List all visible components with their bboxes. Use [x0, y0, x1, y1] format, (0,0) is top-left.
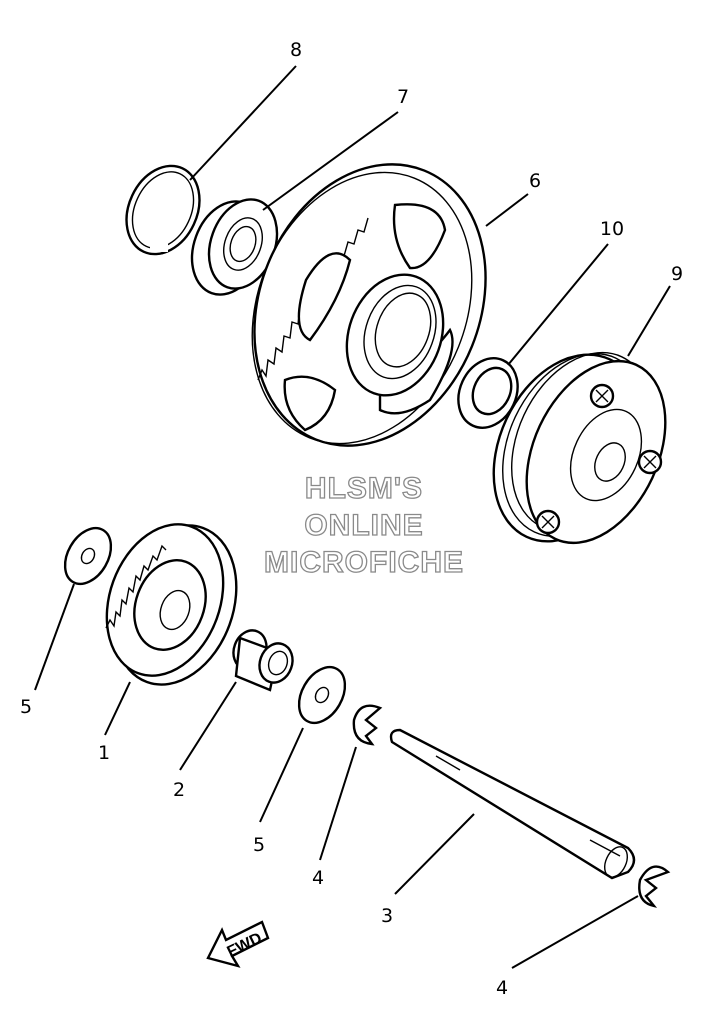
leader-lines: [34, 65, 671, 969]
circlip-part-8: [125, 164, 201, 256]
callout-7: 7: [397, 86, 409, 108]
callout-6: 6: [529, 170, 541, 192]
callout-4-upper: 4: [312, 867, 324, 889]
clutch-part-9: [492, 351, 667, 545]
washer-part-5-center: [297, 665, 347, 725]
watermark-line-3: MICROFICHE: [264, 546, 464, 579]
watermark-line-1: HLSM'S: [305, 472, 423, 505]
callout-5-left: 5: [20, 696, 32, 718]
callout-4-lower: 4: [496, 977, 508, 999]
idler-gear-part-1: [105, 523, 238, 686]
callout-3: 3: [381, 905, 393, 927]
callout-9: 9: [671, 263, 683, 285]
callout-2: 2: [173, 779, 185, 801]
callout-10: 10: [600, 218, 624, 240]
callout-8: 8: [290, 39, 302, 61]
washer-part-5-left: [63, 526, 113, 586]
watermark-line-2: ONLINE: [304, 509, 423, 542]
fwd-arrow-icon: FWD: [206, 920, 270, 968]
callout-5-center: 5: [253, 834, 265, 856]
e-clip-part-4-lower: [638, 865, 671, 908]
callout-1: 1: [98, 742, 110, 764]
needle-bearing-part-2: [232, 629, 294, 692]
starter-gear-part-6: [251, 163, 487, 447]
shaft-part-3: [389, 728, 636, 880]
e-clip-part-4-upper: [352, 704, 383, 746]
